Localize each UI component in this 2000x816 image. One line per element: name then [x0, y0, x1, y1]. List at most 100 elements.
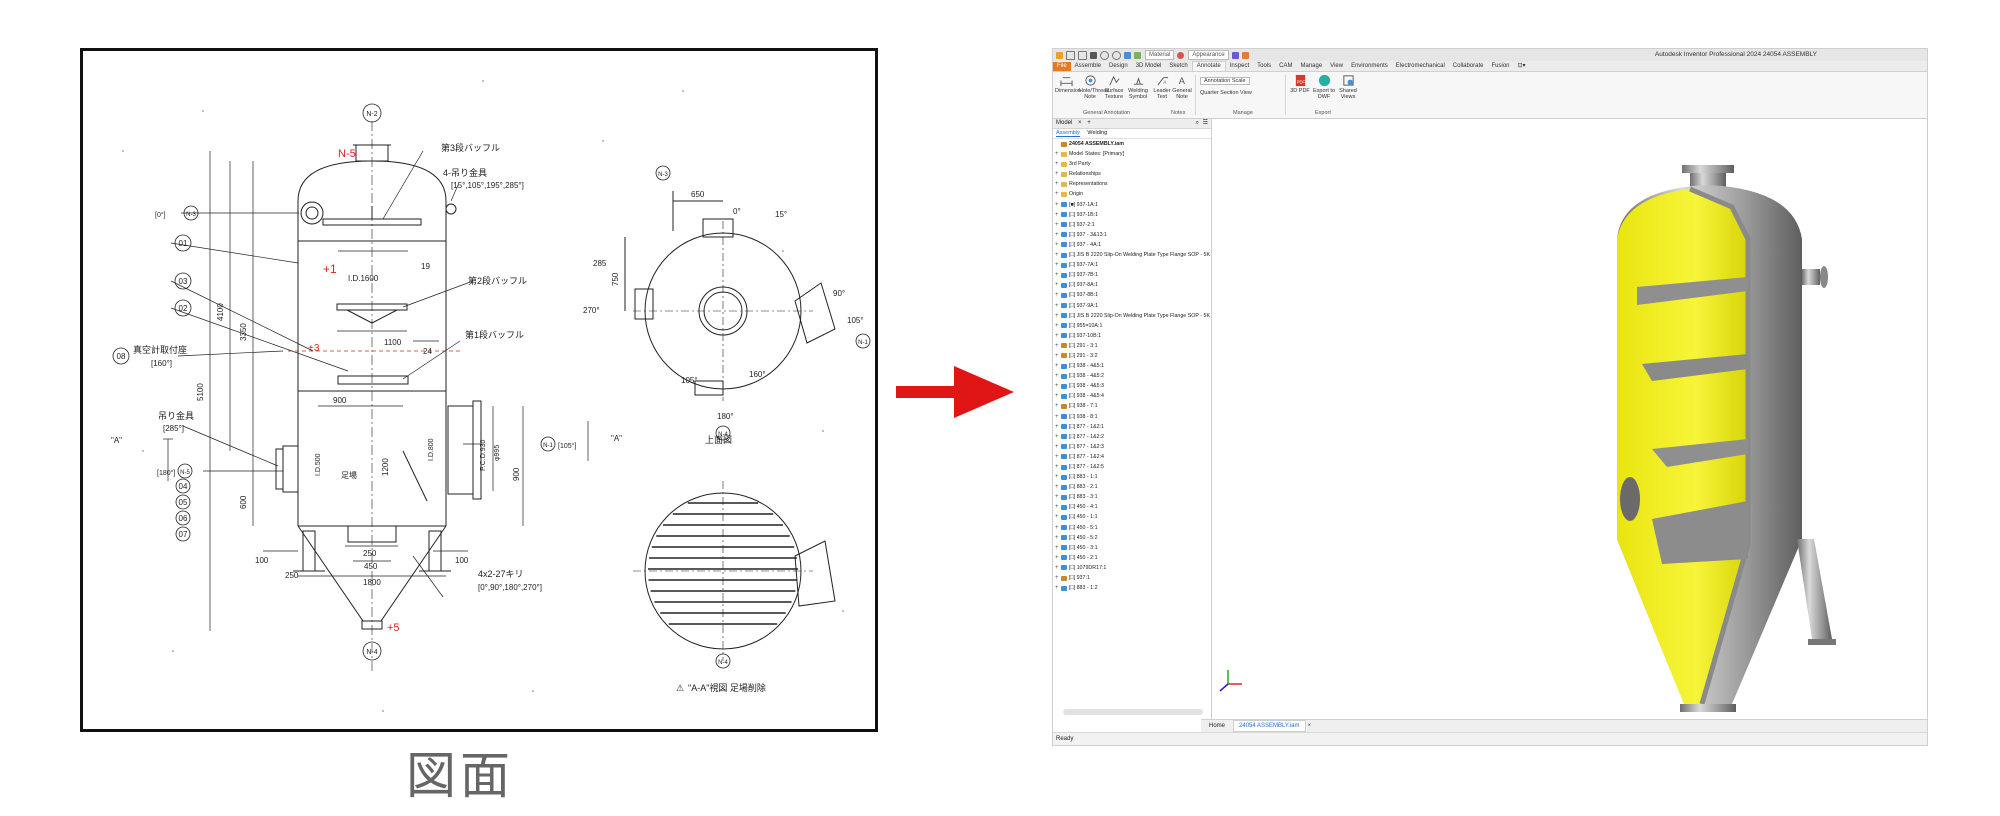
tree-item[interactable]: +[□] 877 - 1&2:3: [1053, 442, 1211, 452]
tab-3d-model[interactable]: 3D Model: [1135, 63, 1162, 69]
expand-icon[interactable]: +: [1055, 171, 1059, 178]
expand-icon[interactable]: +: [1055, 272, 1059, 279]
tab-manage[interactable]: Manage: [1300, 63, 1323, 69]
quarter-section-view-button[interactable]: Quarter Section View: [1200, 90, 1252, 96]
tree-item[interactable]: +Origin: [1053, 189, 1211, 199]
tree-item[interactable]: +[□] 1079DR17:1: [1053, 563, 1211, 573]
redo-icon[interactable]: [1112, 50, 1121, 60]
expand-icon[interactable]: +: [1055, 383, 1059, 390]
tree-item[interactable]: +[□] 937 - 3&13:1: [1053, 230, 1211, 240]
expand-icon[interactable]: +: [1055, 524, 1059, 531]
browser-add-icon[interactable]: +: [1087, 120, 1091, 126]
doc-tab-assembly[interactable]: 24054 ASSEMBLY.iam: [1233, 720, 1306, 732]
tab-sketch[interactable]: Sketch: [1169, 63, 1188, 69]
tab-file[interactable]: File: [1053, 62, 1071, 71]
3d-viewport[interactable]: [1212, 119, 1927, 719]
tree-item[interactable]: +[□] 291 - 3:2: [1053, 351, 1211, 361]
fx-icon[interactable]: [1241, 51, 1249, 59]
tree-item[interactable]: +[□] 450 - 2:1: [1053, 553, 1211, 563]
tab-electromechanical[interactable]: Electromechanical: [1395, 63, 1445, 69]
undo-icon[interactable]: [1100, 50, 1109, 60]
doc-tab-home[interactable]: Home: [1209, 723, 1226, 729]
general-note-button[interactable]: A General Note: [1171, 74, 1193, 100]
tree-item[interactable]: +[□] 955=10A:1: [1053, 321, 1211, 331]
tab-view[interactable]: View: [1330, 63, 1344, 69]
tree-item[interactable]: +[□] 937-8B:1: [1053, 290, 1211, 300]
tree-item[interactable]: +[■] 937-1A:1: [1053, 200, 1211, 210]
hole-thread-note-button[interactable]: Hole/Thread Note: [1079, 74, 1109, 100]
expand-icon[interactable]: +: [1055, 342, 1059, 349]
expand-icon[interactable]: +: [1055, 585, 1059, 592]
annotation-scale-combo[interactable]: Annotation Scale: [1200, 77, 1250, 85]
expand-icon[interactable]: +: [1055, 403, 1059, 410]
tree-item[interactable]: +[□] 883 - 1:1: [1053, 472, 1211, 482]
tab-environments[interactable]: Environments: [1351, 63, 1388, 69]
tree-item[interactable]: +[□] 937-8A:1: [1053, 280, 1211, 290]
expand-icon[interactable]: +: [1055, 413, 1059, 420]
open-file-icon[interactable]: [1078, 50, 1087, 60]
tree-item[interactable]: +[□] 877 - 1&2:2: [1053, 432, 1211, 442]
view-triad-icon[interactable]: [1219, 670, 1242, 692]
export-dwf-button[interactable]: Export to DWF: [1313, 74, 1335, 100]
expand-icon[interactable]: +: [1055, 453, 1059, 460]
expand-icon[interactable]: +: [1055, 544, 1059, 551]
tab-assemble[interactable]: Assemble: [1074, 63, 1102, 69]
tree-item[interactable]: +[□] 938 - 4&5:1: [1053, 361, 1211, 371]
subtab-assembly[interactable]: Assembly: [1056, 130, 1080, 137]
tree-item[interactable]: +[□] 937-2:1: [1053, 220, 1211, 230]
browser-scrollbar[interactable]: [1063, 709, 1203, 715]
expand-icon[interactable]: +: [1055, 161, 1059, 168]
tree-item[interactable]: +[□] 883 - 1:2: [1053, 583, 1211, 593]
save-icon[interactable]: [1090, 51, 1097, 59]
expand-icon[interactable]: +: [1055, 151, 1059, 158]
tree-item[interactable]: +[□] 877 - 1&2:5: [1053, 462, 1211, 472]
expand-icon[interactable]: +: [1055, 373, 1059, 380]
doc-tab-close-icon[interactable]: ×: [1307, 723, 1312, 729]
tree-item[interactable]: +[□] 883 - 3:1: [1053, 492, 1211, 502]
tree-item[interactable]: +[□] 450 - 3:1: [1053, 543, 1211, 553]
appearance-icon[interactable]: [1177, 51, 1185, 59]
tree-item[interactable]: +[□] 450 - 1:1: [1053, 512, 1211, 522]
expand-icon[interactable]: +: [1055, 474, 1059, 481]
tree-item[interactable]: +[□] 937-7B:1: [1053, 270, 1211, 280]
tree-item[interactable]: +[□] 877 - 1&2:1: [1053, 422, 1211, 432]
appearance-combo[interactable]: Appearance: [1188, 50, 1229, 60]
expand-icon[interactable]: +: [1055, 302, 1059, 309]
expand-icon[interactable]: +: [1055, 322, 1059, 329]
tree-item[interactable]: +[□] 877 - 1&2:4: [1053, 452, 1211, 462]
expand-icon[interactable]: +: [1055, 211, 1059, 218]
expand-icon[interactable]: +: [1055, 575, 1059, 582]
expand-icon[interactable]: +: [1055, 433, 1059, 440]
tree-item[interactable]: +3rd Party: [1053, 159, 1211, 169]
browser-search-icon[interactable]: ⌕: [1195, 120, 1199, 126]
tree-item[interactable]: +[□] 937-7A:1: [1053, 260, 1211, 270]
tree-item[interactable]: +Representations: [1053, 179, 1211, 189]
expand-icon[interactable]: +: [1055, 443, 1059, 450]
shared-views-button[interactable]: Shared Views: [1337, 74, 1359, 100]
expand-icon[interactable]: +: [1055, 332, 1059, 339]
tree-item[interactable]: +[□] 938 - 4&5:4: [1053, 391, 1211, 401]
tree-item[interactable]: +[□] 938 - 4&5:2: [1053, 371, 1211, 381]
expand-icon[interactable]: +: [1055, 514, 1059, 521]
browser-close-icon[interactable]: ×: [1078, 120, 1082, 126]
expand-icon[interactable]: +: [1055, 464, 1059, 470]
tree-item[interactable]: +[□] 291 - 3:1: [1053, 341, 1211, 351]
surface-texture-button[interactable]: Surface Texture: [1103, 74, 1125, 100]
expand-icon[interactable]: +: [1055, 312, 1059, 319]
tree-item[interactable]: +[□] 450 - 4:1: [1053, 502, 1211, 512]
tree-item[interactable]: +[□] JIS B 2220 Slip-On Welding Plate Ty…: [1053, 311, 1211, 321]
subtab-welding[interactable]: Welding: [1087, 130, 1108, 136]
expand-icon[interactable]: +: [1055, 564, 1059, 571]
tree-item[interactable]: +[□] JIS B 2220 Slip-On Welding Plate Ty…: [1053, 250, 1211, 260]
expand-icon[interactable]: +: [1055, 262, 1059, 269]
expand-icon[interactable]: +: [1055, 363, 1059, 370]
expand-icon[interactable]: +: [1055, 554, 1059, 561]
tree-item[interactable]: +[□] 937-1B:1: [1053, 210, 1211, 220]
tree-item[interactable]: +[□] 938 - 4&5:3: [1053, 381, 1211, 391]
expand-icon[interactable]: +: [1055, 352, 1059, 359]
tree-item[interactable]: +[□] 450 - 5:2: [1053, 533, 1211, 543]
tree-item[interactable]: 24054 ASSEMBLY.iam: [1053, 139, 1211, 149]
leader-text-button[interactable]: A Leader Text: [1151, 74, 1173, 100]
expand-icon[interactable]: +: [1055, 241, 1059, 248]
3d-pdf-button[interactable]: PDF 3D PDF: [1289, 74, 1311, 94]
